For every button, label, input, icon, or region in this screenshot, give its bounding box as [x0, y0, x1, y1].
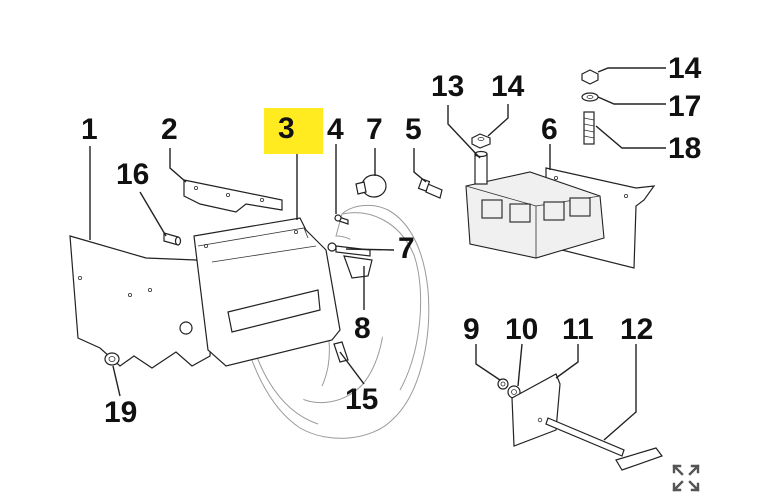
callout-5: 5: [405, 113, 422, 146]
callout-13: 13: [431, 70, 465, 103]
part-7-knob-upper: [355, 174, 387, 198]
part-14-nut-left: [471, 133, 491, 149]
part-9-nut: [497, 378, 509, 390]
part-13-stud: [474, 150, 488, 185]
part-3-cover-plate: [193, 217, 341, 367]
callout-11: 11: [562, 313, 594, 346]
expand-arrows-icon: [672, 464, 700, 492]
callout-9: 9: [463, 313, 480, 346]
callout-4: 4: [327, 113, 344, 146]
callout-8: 8: [354, 312, 371, 345]
callout-16: 16: [116, 158, 150, 191]
callout-14-right: 14: [668, 52, 702, 85]
callout-1: 1: [81, 113, 98, 146]
part-11-bracket-plate: [511, 373, 561, 447]
expand-button[interactable]: [670, 462, 702, 494]
part-18-stud: [583, 111, 595, 145]
callout-10: 10: [505, 313, 539, 346]
callout-3: 3: [264, 108, 323, 154]
part-16-pin: [163, 232, 182, 246]
part-2-bracket: [183, 179, 283, 213]
part-1-side-panel: [69, 235, 213, 369]
callout-12: 12: [620, 313, 654, 346]
part-8-clip: [343, 255, 373, 279]
part-19-grommet: [104, 352, 120, 366]
part-14-nut-right: [581, 69, 599, 85]
callout-7-lower: 7: [398, 232, 415, 265]
callout-7-upper: 7: [366, 113, 383, 146]
part-12-rod: [545, 417, 663, 471]
callout-15: 15: [345, 383, 379, 416]
callout-17: 17: [668, 90, 702, 123]
part-17-washer: [581, 92, 599, 102]
part-5-bolt: [417, 178, 443, 199]
callout-19: 19: [104, 396, 138, 429]
engine-head-block: [465, 171, 605, 259]
part-4-screw: [334, 214, 349, 225]
callout-6: 6: [541, 113, 558, 146]
callout-18: 18: [668, 132, 702, 165]
leader-lines: [89, 67, 666, 441]
callout-14-left: 14: [491, 70, 525, 103]
callout-2: 2: [161, 113, 178, 146]
part-7-screw-lower: [327, 242, 371, 257]
